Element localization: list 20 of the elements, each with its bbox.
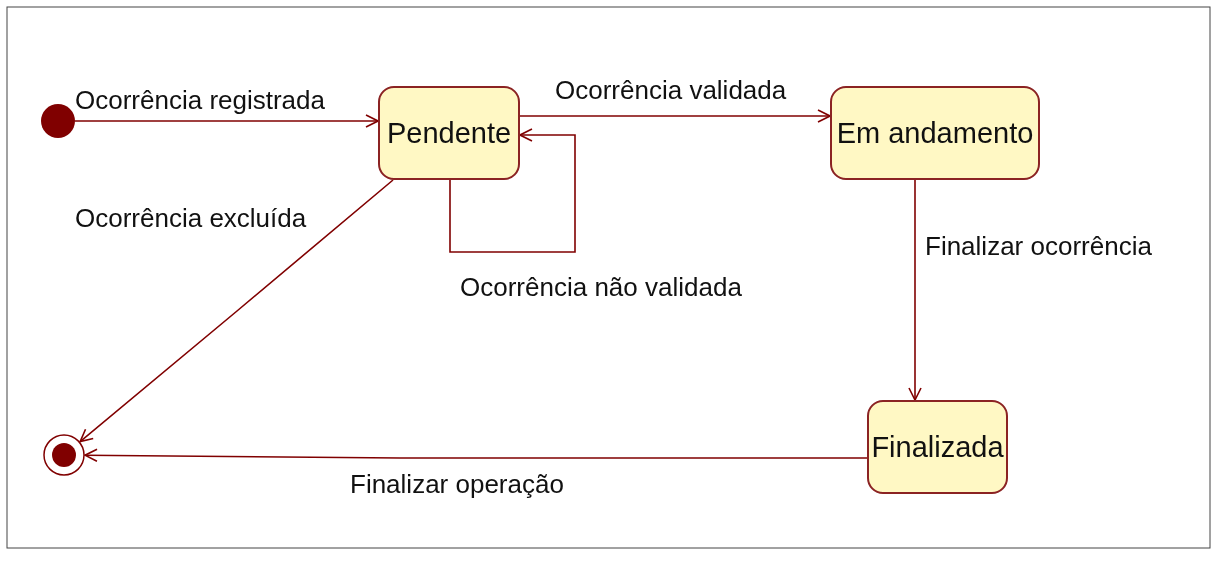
- transition-arrow: [79, 179, 394, 443]
- transition-label: Ocorrência não validada: [460, 273, 742, 302]
- transition-label: Ocorrência validada: [555, 76, 787, 105]
- transition-label: Finalizar operação: [350, 470, 564, 499]
- transition-arrow: [449, 128, 576, 253]
- state-name: Em andamento: [836, 116, 1034, 150]
- transition-arrow: [519, 109, 831, 123]
- state-box: [378, 86, 520, 180]
- transition-label: Finalizar ocorrência: [925, 232, 1152, 261]
- initial-state: [41, 104, 75, 138]
- final-state: [43, 434, 85, 476]
- transition-label: Ocorrência registrada: [75, 86, 325, 115]
- transition-arrow: [908, 179, 922, 401]
- transition-label: Ocorrência excluída: [75, 204, 307, 233]
- state-box: [867, 400, 1008, 494]
- transition-arrow: [74, 114, 379, 128]
- transition-arrow: [84, 448, 868, 463]
- state-name: Finalizada: [871, 430, 1004, 464]
- state-box: [830, 86, 1040, 180]
- state-name: Pendente: [386, 116, 512, 150]
